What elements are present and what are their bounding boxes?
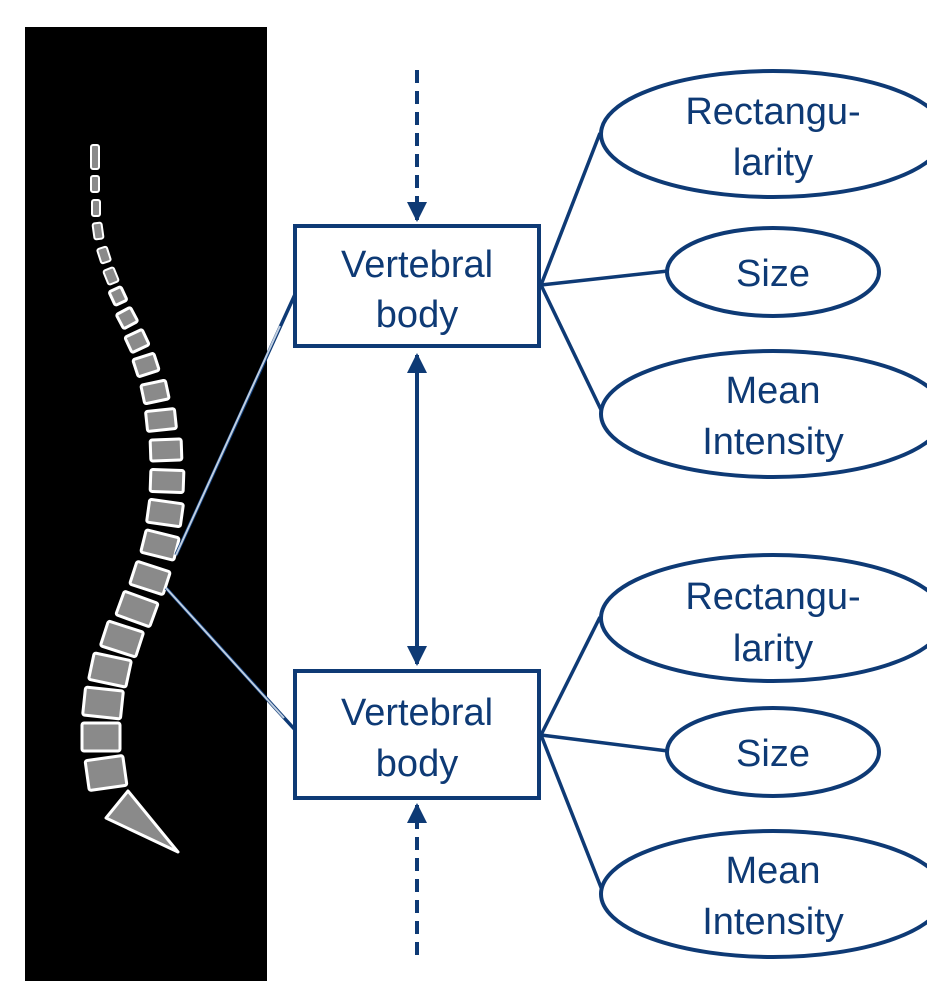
- upper-rectangularity-line2: larity: [733, 142, 813, 184]
- lower-feature-rectangularity: Rectangu- larity: [601, 555, 927, 681]
- lower-feature-size: Size: [667, 708, 879, 796]
- upper-node-line2: body: [376, 294, 458, 336]
- spine-image-panel: [25, 27, 267, 981]
- upper-vertebral-body-node: Vertebral body: [295, 226, 539, 346]
- upper-node-line1: Vertebral: [341, 244, 493, 286]
- vertebra-icon: [82, 723, 120, 751]
- lower-node-line2: body: [376, 743, 458, 785]
- upper-intensity-line2: Intensity: [702, 421, 844, 463]
- vertebra-icon: [92, 200, 100, 216]
- vertebra-icon: [150, 469, 184, 492]
- lower-node-line1: Vertebral: [341, 692, 493, 734]
- lower-intensity-line2: Intensity: [702, 901, 844, 943]
- upper-connector-rectangularity: [541, 133, 600, 285]
- vertebra-icon: [92, 222, 103, 239]
- lower-rectangularity-line2: larity: [733, 628, 813, 670]
- upper-feature-size: Size: [667, 228, 879, 316]
- lower-connector-intensity: [541, 735, 604, 895]
- lower-size-label: Size: [736, 733, 810, 775]
- upper-feature-mean-intensity: Mean Intensity: [601, 351, 927, 477]
- vertebra-icon: [147, 499, 184, 527]
- lower-feature-mean-intensity: Mean Intensity: [601, 831, 927, 957]
- upper-feature-rectangularity: Rectangu- larity: [601, 71, 927, 197]
- upper-size-label: Size: [736, 253, 810, 295]
- vertebra-icon: [89, 653, 132, 687]
- vertebra-icon: [83, 687, 124, 719]
- vertebra-icon: [91, 145, 99, 169]
- vertebra-icon: [146, 409, 177, 432]
- vertebra-icon: [141, 380, 169, 404]
- upper-connector-intensity: [541, 285, 604, 416]
- feature-connectors: [541, 133, 668, 895]
- lower-intensity-line1: Mean: [725, 850, 820, 892]
- upper-rectangularity-line1: Rectangu-: [685, 91, 860, 133]
- lower-rectangularity-line1: Rectangu-: [685, 576, 860, 618]
- upper-intensity-line1: Mean: [725, 370, 820, 412]
- upper-connector-size: [541, 271, 668, 285]
- lower-vertebral-body-node: Vertebral body: [295, 671, 539, 798]
- lower-connector-rectangularity: [541, 617, 600, 735]
- vertebra-icon: [150, 439, 182, 461]
- lower-connector-size: [541, 735, 668, 751]
- vertebra-icon: [91, 176, 99, 192]
- vertebra-icon: [85, 756, 127, 791]
